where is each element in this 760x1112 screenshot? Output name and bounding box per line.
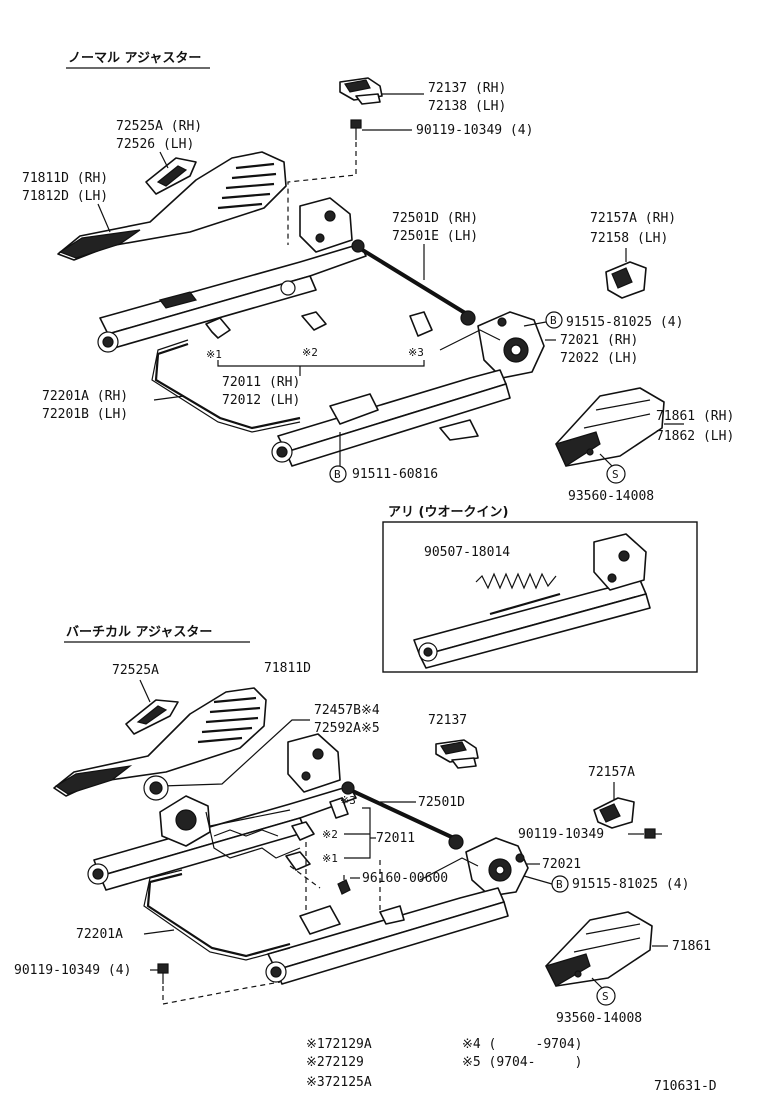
clip-2-v-icon [291,821,315,841]
part-seat-track-rear-v [87,733,357,891]
walkin-box [382,521,698,673]
label-72158-lh: 72158 (LH) [590,231,668,246]
callout-s-bottom: S [602,990,609,1003]
diagram-code: 710631-D [654,1079,717,1094]
callout-3-top: ※3 [408,346,424,359]
callout-1-top: ※1 [206,348,222,361]
label-72022-lh: 72022 (LH) [560,351,638,366]
label-72021-rh: 72021 (RH) [560,333,638,348]
label-72501d: 72501D [418,795,465,810]
part-72137-cover-v [435,739,479,769]
label-90119-10349-4-top: 90119-10349 (4) [416,123,533,138]
callout-s-top: S [612,468,619,481]
callout-b-top: B [550,314,557,327]
label-71811d-rh: 71811D (RH) [22,171,108,186]
clip-1-icon [205,317,231,339]
circle-b-icon [545,311,563,329]
label-72526-lh: 72526 (LH) [116,137,194,152]
note-5: ※5 (9704- ) [462,1055,582,1070]
part-72157a-bracket [605,261,647,299]
bolt-90119-right-icon [644,828,662,839]
label-96160-00600: 96160-00600 [362,871,448,886]
part-72157a-bracket-v [593,797,635,829]
label-71812d-lh: 71812D (LH) [22,189,108,204]
label-72012-lh: 72012 (LH) [222,393,300,408]
label-72501e-lh: 72501E (LH) [392,229,478,244]
label-72157a-rh: 72157A (RH) [590,211,676,226]
part-72525a-knob [145,157,197,195]
part-72201a-rod-v [143,811,301,961]
label-72592a-5: 72592A※5 [314,721,380,736]
label-72201a: 72201A [76,927,123,942]
label-72021: 72021 [542,857,581,872]
callout-3-bottom: ※3 [340,794,356,807]
part-72021-recliner [477,311,545,379]
heading-vertical-adjuster: バーチカル アジャスター [66,625,212,640]
part-seat-track-front-top [271,329,511,467]
label-91515-81025-4: 91515-81025 (4) [572,877,689,892]
clip-2-icon [301,311,327,331]
part-71811d-shield-v [53,687,267,797]
clip-1-v-icon [285,851,311,871]
label-71861-rh: 71861 (RH) [656,409,734,424]
callout-1-bottom: ※1 [322,852,338,865]
label-91515-81025-4-top: 91515-81025 (4) [566,315,683,330]
note-4: ※4 ( -9704) [462,1037,582,1052]
label-72525a: 72525A [112,663,159,678]
bolt-90119-left-icon [157,963,169,984]
label-72157a: 72157A [588,765,635,780]
part-71861-cover-v [545,911,653,987]
part-seat-track-rear-top [97,197,367,353]
callout-b-bottom: B [556,878,563,891]
circle-s-icon [596,986,616,1006]
part-72137-cover [339,77,383,105]
label-72201b-lh: 72201B (LH) [42,407,128,422]
circle-b-icon [329,465,347,483]
clip-3-icon [409,311,433,337]
part-72501d-bar-v [341,781,464,850]
label-71811d: 71811D [264,661,311,676]
callout-2-top: ※2 [302,346,318,359]
heading-walkin: アリ (ウオークイン) [388,505,508,520]
note-2: ※272129 [306,1055,364,1070]
note-1: ※172129A [306,1037,372,1052]
label-71861: 71861 [672,939,711,954]
label-93560-14008: 93560-14008 [556,1011,642,1026]
note-3: ※372125A [306,1075,372,1090]
label-72501d-rh: 72501D (RH) [392,211,478,226]
callout-2-bottom: ※2 [322,828,338,841]
bolt-90119-icon [350,119,362,140]
label-90119-10349-right: 90119-10349 [518,827,604,842]
part-72201a-rod [151,339,301,433]
label-72137: 72137 [428,713,467,728]
part-72021-recliner-v [465,837,529,897]
part-71861-cover [555,387,665,467]
label-91511-60816: 91511-60816 [352,467,438,482]
label-71862-lh: 71862 (LH) [656,429,734,444]
part-90507-spring [475,572,557,590]
label-90507-18014: 90507-18014 [424,545,510,560]
label-72011: 72011 [376,831,415,846]
part-72457b-knob [143,775,169,801]
label-72525a-rh: 72525A (RH) [116,119,202,134]
part-72501d-bar [351,239,476,326]
circle-s-icon [606,464,626,484]
part-72525a-knob-v [125,699,179,735]
label-93560-14008-top: 93560-14008 [568,489,654,504]
part-96160-clip [337,879,351,895]
heading-normal-adjuster: ノーマル アジャスター [68,51,201,66]
part-seat-track-front-v [265,857,509,985]
label-90119-10349-4-left: 90119-10349 (4) [14,963,131,978]
callout-b-lower: B [334,468,341,481]
part-walkin-track [413,533,651,669]
part-71811d-shield [57,151,287,261]
label-72201a-rh: 72201A (RH) [42,389,128,404]
label-72138-lh: 72138 (LH) [428,99,506,114]
label-72011-rh: 72011 (RH) [222,375,300,390]
label-72137-rh: 72137 (RH) [428,81,506,96]
label-72457b-4: 72457B※4 [314,703,380,718]
clip-3-v-icon [329,797,349,819]
